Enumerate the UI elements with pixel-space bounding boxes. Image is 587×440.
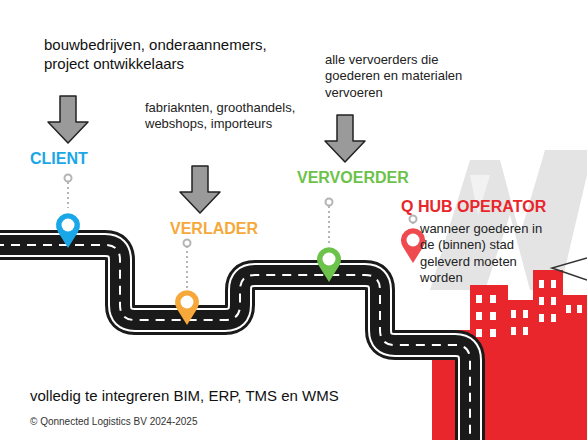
leader-line <box>67 182 69 208</box>
location-pin <box>175 290 199 325</box>
building <box>505 300 535 440</box>
hand-arrows <box>48 96 365 213</box>
window <box>490 329 496 337</box>
group-description: fabriaknten, groothandels, webshops, imp… <box>145 100 303 133</box>
down-arrow <box>325 115 365 162</box>
pin-hole <box>407 234 420 247</box>
window <box>476 312 482 320</box>
side-arrow <box>552 258 587 280</box>
window <box>476 295 482 303</box>
building <box>560 295 587 440</box>
group-description: bouwbedrijven, onderaannemers, project o… <box>44 36 289 74</box>
leader-dot <box>65 175 72 182</box>
role-heading: VERVOERDER <box>297 168 447 188</box>
window <box>523 310 528 318</box>
leader-dot <box>184 240 191 247</box>
road-edge <box>0 245 470 440</box>
role-heading: VERLADER <box>170 219 310 239</box>
window <box>539 297 544 305</box>
window <box>539 280 544 288</box>
integration-note: volledig te integreren BIM, ERP, TMS en … <box>30 387 430 406</box>
down-arrow <box>48 96 88 143</box>
window <box>551 314 556 322</box>
leader-lines <box>68 182 413 288</box>
leader-line <box>186 246 188 288</box>
road-border <box>0 245 470 440</box>
window <box>490 312 496 320</box>
background-shape <box>430 150 587 290</box>
window <box>577 305 582 313</box>
leader-dot <box>326 199 333 206</box>
window <box>551 280 556 288</box>
road-dashes <box>0 245 470 440</box>
window <box>539 314 544 322</box>
location-pins <box>56 213 425 325</box>
road-surface <box>0 245 470 440</box>
group-description: alle vervoerders die goederen en materia… <box>325 52 475 101</box>
building <box>533 270 563 440</box>
window <box>551 297 556 305</box>
location-pin <box>56 213 80 248</box>
pin-hole <box>181 296 194 309</box>
location-pin <box>317 247 341 282</box>
group-description: wanneer goederen in de (binnen) stad gel… <box>420 221 550 286</box>
road <box>0 245 470 440</box>
pin-hole <box>62 219 75 232</box>
window <box>511 327 516 335</box>
window <box>490 295 496 303</box>
role-heading: Q HUB OPERATOR <box>401 197 581 217</box>
pin-hole <box>323 253 336 266</box>
down-arrow <box>180 166 220 213</box>
leader-line <box>328 206 330 244</box>
window <box>511 310 516 318</box>
role-heading: CLIENT <box>30 149 150 169</box>
leader-dot <box>410 216 417 223</box>
window <box>566 305 571 313</box>
window <box>476 329 482 337</box>
copyright-note: © Qonnected Logistics BV 2024-2025 <box>30 416 330 429</box>
window <box>523 327 528 335</box>
